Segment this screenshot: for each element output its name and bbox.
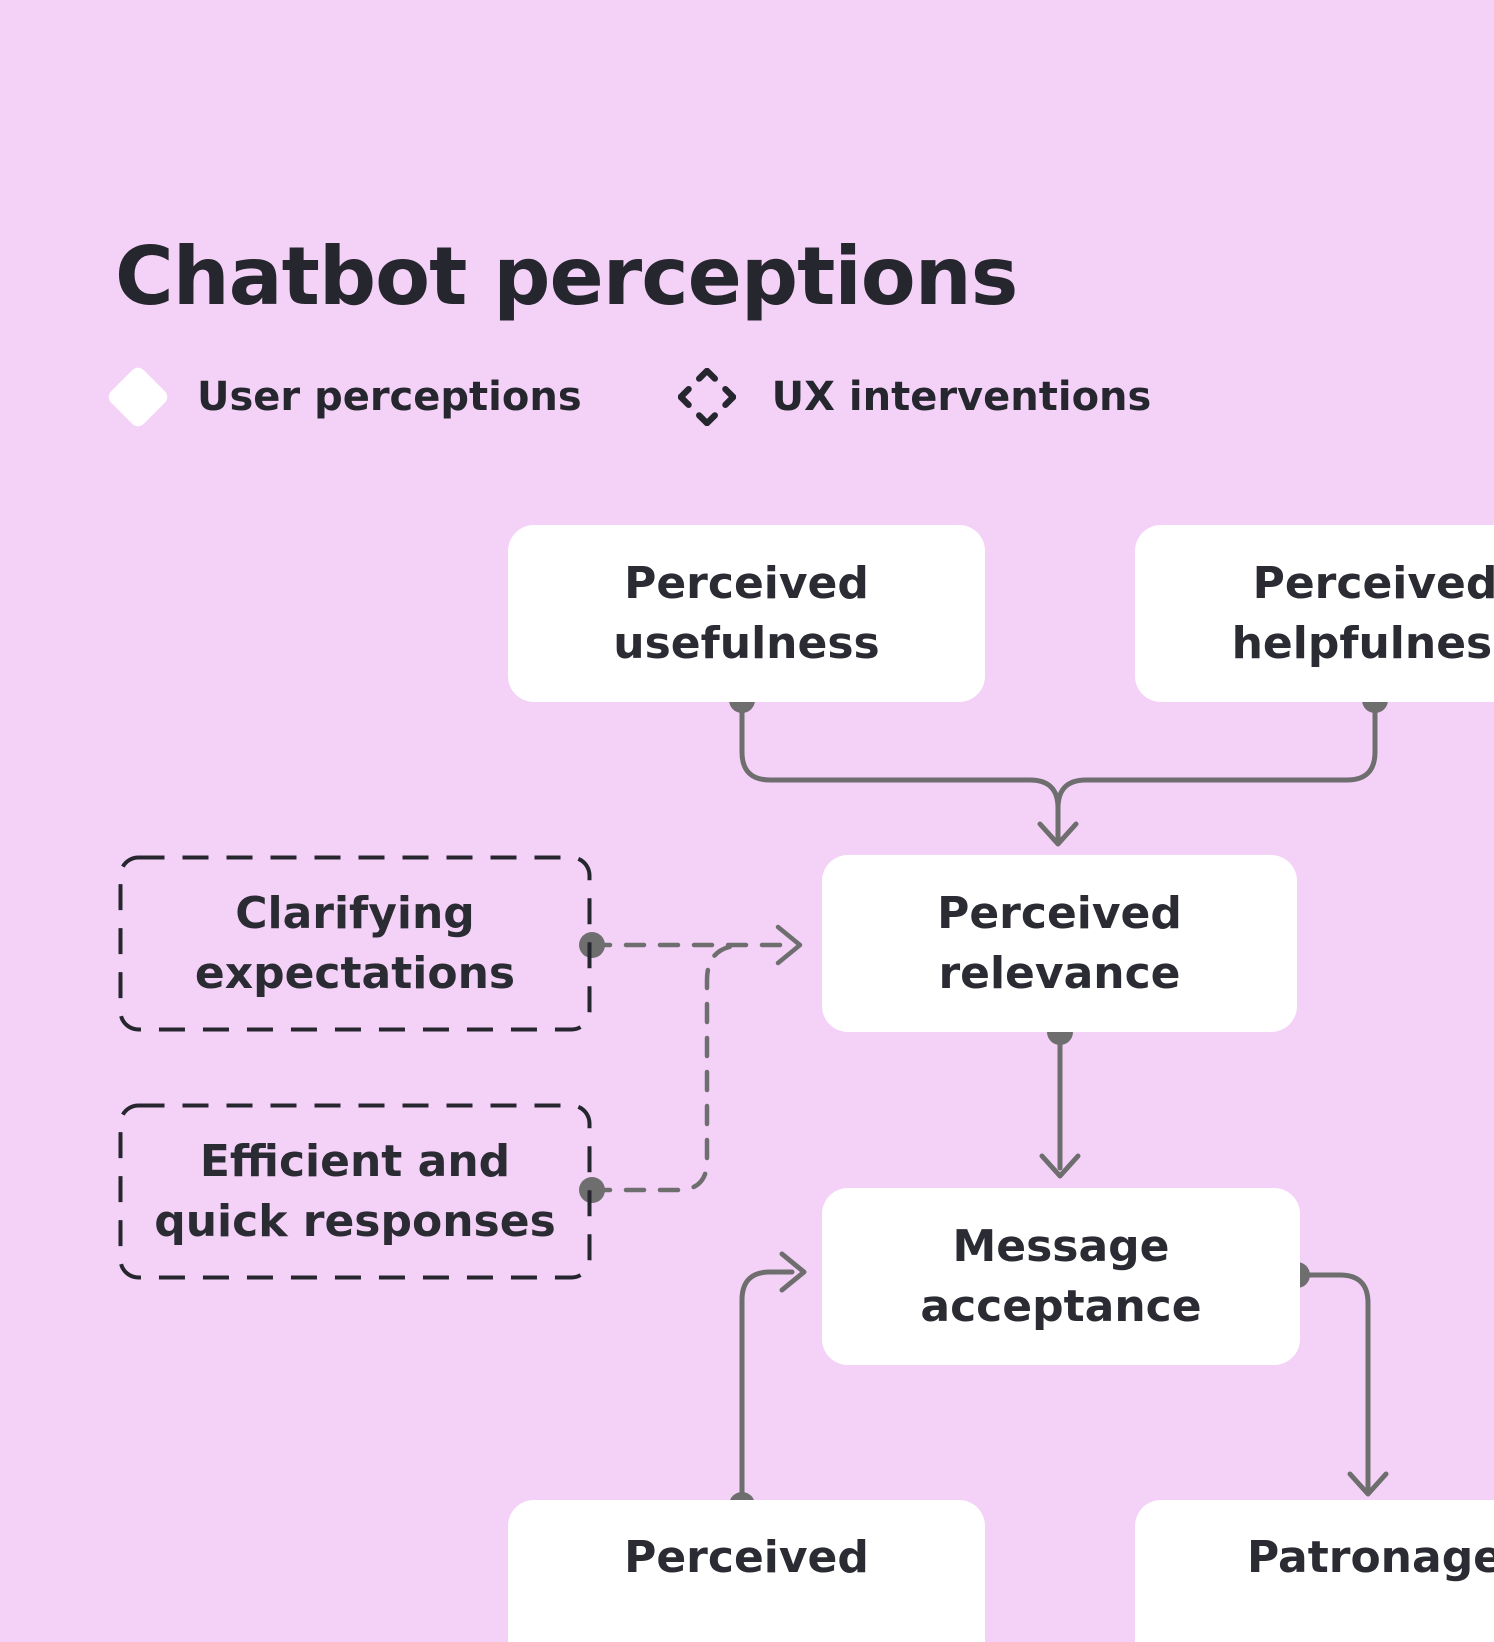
arrowhead-down-relevance <box>1037 821 1079 847</box>
node-efficient-quick-responses: Efficient and quick responses <box>118 1103 592 1280</box>
legend-label: User perceptions <box>197 374 582 420</box>
node-patronage-partial: Patronage <box>1135 1500 1494 1642</box>
legend-item-user-perceptions: User perceptions <box>105 364 582 430</box>
diamond-dashed-icon <box>677 368 736 426</box>
dashed-border <box>118 1103 592 1280</box>
node-message-acceptance: Message acceptance <box>822 1188 1300 1365</box>
edge-acceptance-patronage <box>1294 1272 1371 1491</box>
edge-efficient-relevance <box>589 943 737 1193</box>
arrowhead-down-acceptance <box>1039 1153 1081 1179</box>
legend: User perceptions UX interventions <box>105 364 1152 430</box>
arrowhead-down-patronage <box>1347 1471 1389 1497</box>
node-clarifying-expectations: Clarifying expectations <box>118 855 592 1032</box>
node-perceived-helpfulness: Perceived helpfulness <box>1135 525 1494 702</box>
node-label: Efficient and quick responses <box>154 1136 556 1247</box>
node-perceived-usefulness: Perceived usefulness <box>508 525 985 702</box>
arrowhead-right-relevance <box>775 924 803 966</box>
edge-helpfulness-relevance <box>1055 697 1378 811</box>
edge-usefulness-relevance <box>739 697 1061 841</box>
diamond-filled-icon <box>105 364 171 430</box>
arrowhead-right-acceptance <box>779 1251 807 1293</box>
legend-label: UX interventions <box>771 374 1152 420</box>
node-label: Clarifying expectations <box>194 888 516 999</box>
node-perceived-relevance: Perceived relevance <box>822 855 1297 1032</box>
legend-item-ux-interventions: UX interventions <box>677 368 1152 426</box>
dashed-border <box>118 855 592 1032</box>
node-perceived-partial: Perceived <box>508 1500 985 1642</box>
edge-perceived-acceptance <box>739 1269 795 1508</box>
page-title: Chatbot perceptions <box>115 230 1018 323</box>
